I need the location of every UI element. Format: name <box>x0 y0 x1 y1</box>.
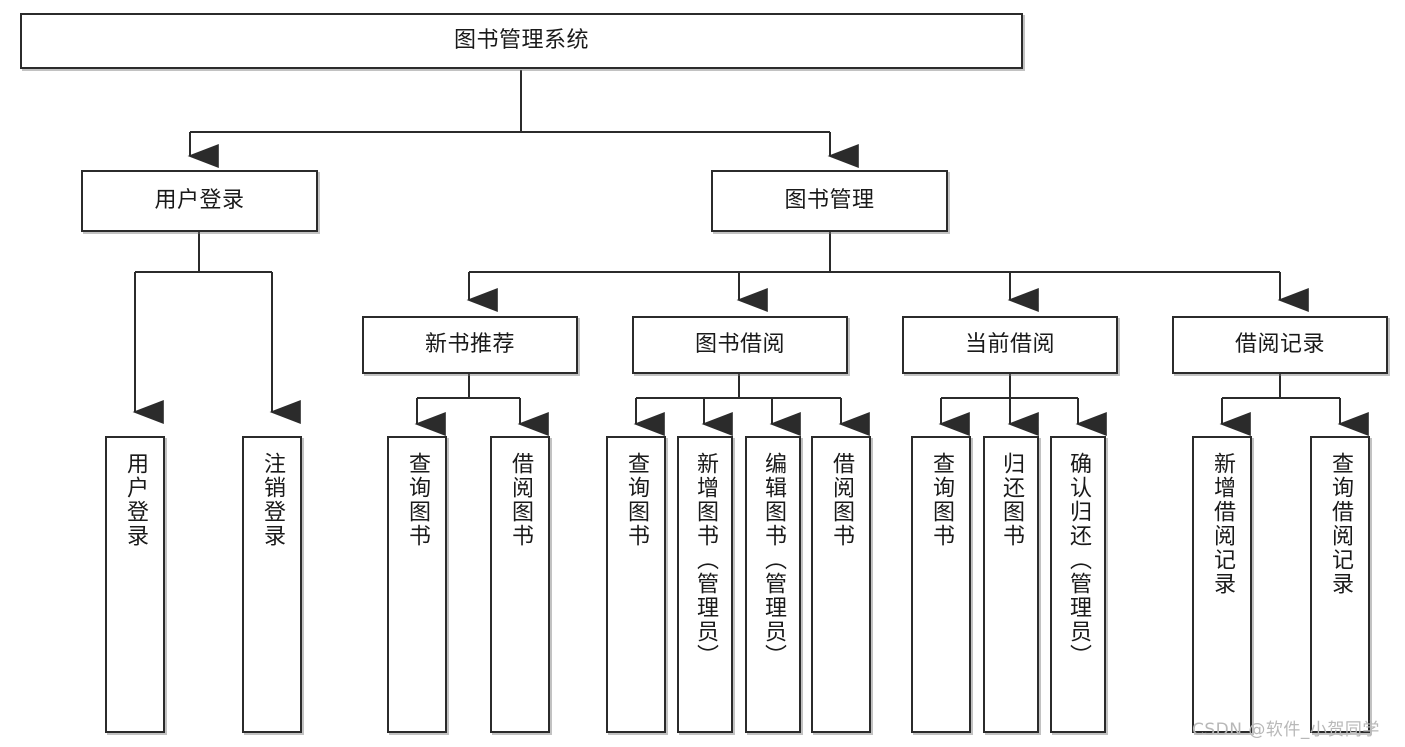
node-label: 查询图书 <box>928 452 954 548</box>
node-label: 图书管理系统 <box>453 28 589 54</box>
node-leaf-logout-login[interactable]: 注销登录 <box>242 436 302 733</box>
node-book-management-system[interactable]: 图书管理系统 <box>20 13 1023 69</box>
node-book-borrow[interactable]: 图书借阅 <box>632 316 848 374</box>
node-label: 归还图书 <box>998 452 1024 548</box>
node-leaf-borrow-book[interactable]: 借阅图书 <box>811 436 871 733</box>
node-new-book-recommend[interactable]: 新书推荐 <box>362 316 578 374</box>
node-leaf-query-borrow-record[interactable]: 查询借阅记录 <box>1310 436 1370 733</box>
node-leaf-confirm-return[interactable]: 确认归还（管理员） <box>1050 436 1106 733</box>
node-leaf-return-book[interactable]: 归还图书 <box>983 436 1039 733</box>
node-label: 借阅记录 <box>1234 332 1325 358</box>
node-user-login[interactable]: 用户登录 <box>81 170 318 232</box>
node-label: 图书管理 <box>784 188 875 214</box>
node-book-manage[interactable]: 图书管理 <box>711 170 948 232</box>
node-borrow-record[interactable]: 借阅记录 <box>1172 316 1388 374</box>
csdn-watermark: CSDN @软件_小贺同学 <box>1192 720 1380 740</box>
node-leaf-add-book[interactable]: 新增图书（管理员） <box>677 436 733 733</box>
node-label: 用户登录 <box>122 452 148 548</box>
node-label: 借阅图书 <box>828 452 854 548</box>
node-leaf-query-book-recommend[interactable]: 查询图书 <box>387 436 447 733</box>
node-label: 借阅图书 <box>507 452 533 548</box>
node-label: 图书借阅 <box>694 332 785 358</box>
node-leaf-borrow-book-recommend[interactable]: 借阅图书 <box>490 436 550 733</box>
node-leaf-add-borrow-record[interactable]: 新增借阅记录 <box>1192 436 1252 733</box>
node-label: 编辑图书（管理员） <box>760 452 786 668</box>
node-label: 新书推荐 <box>424 332 515 358</box>
node-leaf-edit-book[interactable]: 编辑图书（管理员） <box>745 436 801 733</box>
node-label: 注销登录 <box>259 452 285 548</box>
node-label: 查询图书 <box>623 452 649 548</box>
node-current-borrow[interactable]: 当前借阅 <box>902 316 1118 374</box>
node-label: 用户登录 <box>154 188 245 214</box>
node-label: 查询图书 <box>404 452 430 548</box>
node-label: 新增借阅记录 <box>1209 452 1235 596</box>
node-leaf-query-book-borrow[interactable]: 查询图书 <box>606 436 666 733</box>
node-label: 新增图书（管理员） <box>692 452 718 668</box>
node-leaf-query-book-current[interactable]: 查询图书 <box>911 436 971 733</box>
node-label: 查询借阅记录 <box>1327 452 1353 596</box>
node-label: 当前借阅 <box>964 332 1055 358</box>
node-leaf-user-login[interactable]: 用户登录 <box>105 436 165 733</box>
node-label: 确认归还（管理员） <box>1065 452 1091 668</box>
